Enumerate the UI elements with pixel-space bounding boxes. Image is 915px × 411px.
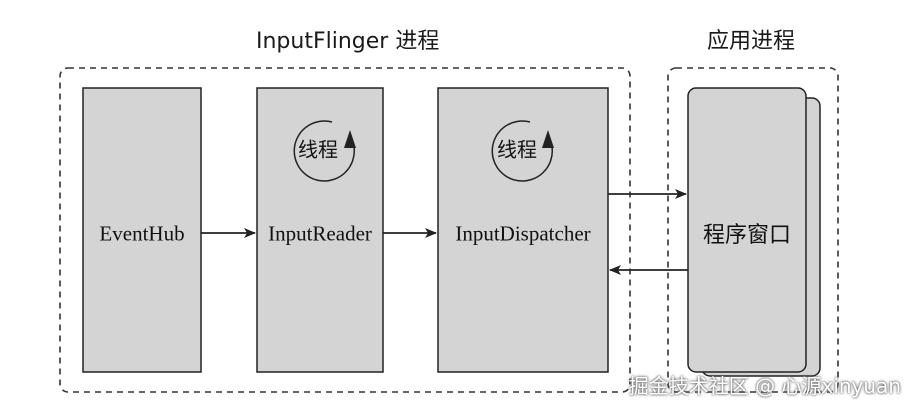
inputflinger-process-title: InputFlinger 进程 xyxy=(256,29,440,54)
inputreader-label: InputReader xyxy=(268,221,372,246)
inputreader-box xyxy=(256,87,384,373)
app-process-title: 应用进程 xyxy=(707,29,796,54)
app-window-label: 程序窗口 xyxy=(702,223,792,248)
dispatcher-thread-loop-icon xyxy=(491,120,554,182)
inputflinger-process-frame xyxy=(59,67,631,393)
eventhub-box xyxy=(82,87,202,373)
inputdispatcher-label: InputDispatcher xyxy=(455,221,591,246)
reader-thread-label: 线程 xyxy=(298,137,338,162)
app-window-box xyxy=(687,87,807,373)
app-process-frame xyxy=(667,67,839,393)
dispatcher-thread-label: 线程 xyxy=(497,137,537,162)
eventhub-label: EventHub xyxy=(99,221,185,246)
watermark-text: 掘金技术社区 @ 心源xinyuan xyxy=(628,374,901,398)
reader-thread-loop-icon xyxy=(293,120,356,182)
inputdispatcher-box xyxy=(437,87,609,373)
